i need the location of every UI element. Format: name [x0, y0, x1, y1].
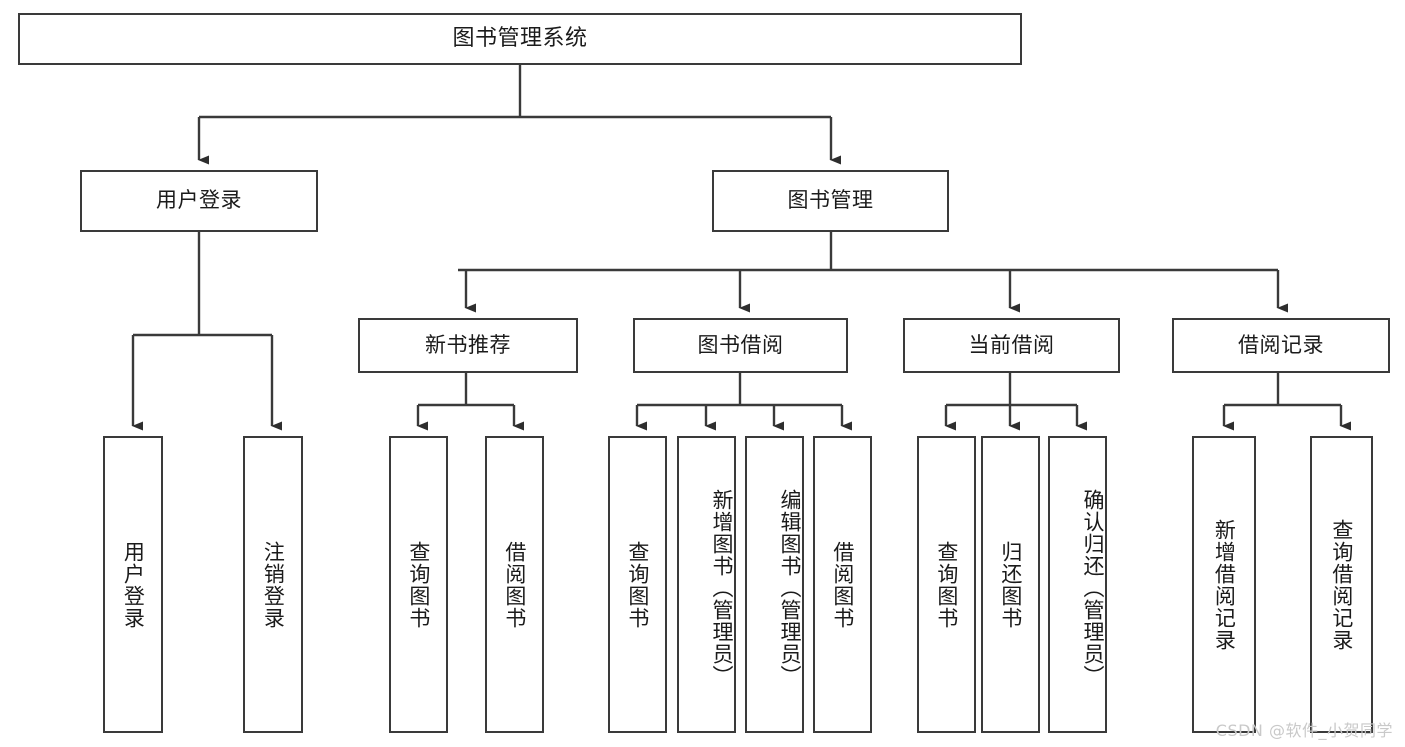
- leaf-logout-login[interactable]: 注销登录: [243, 436, 303, 733]
- node-label: 借阅图书: [502, 540, 527, 629]
- leaf-add-borrow-record[interactable]: 新增借阅记录: [1192, 436, 1256, 733]
- node-root-book-management-system[interactable]: 图书管理系统: [18, 13, 1022, 65]
- leaf-return-book[interactable]: 归还图书: [981, 436, 1040, 733]
- node-label: 借阅图书: [830, 540, 855, 629]
- node-label: 编辑图书（管理员）: [778, 488, 802, 687]
- leaf-edit-book-admin[interactable]: 编辑图书（管理员）: [745, 436, 804, 733]
- leaf-confirm-return-admin[interactable]: 确认归还（管理员）: [1048, 436, 1107, 733]
- node-book-management[interactable]: 图书管理: [712, 170, 949, 232]
- leaf-add-book-admin[interactable]: 新增图书（管理员）: [677, 436, 736, 733]
- node-label: 查询图书: [406, 540, 431, 629]
- node-label: 当前借阅: [968, 332, 1055, 357]
- node-new-book-recommendation[interactable]: 新书推荐: [358, 318, 578, 373]
- node-label: 查询图书: [934, 540, 959, 629]
- node-label: 图书管理: [787, 188, 874, 213]
- leaf-borrow-book-new-rec[interactable]: 借阅图书: [485, 436, 544, 733]
- node-label: 图书借阅: [697, 332, 784, 357]
- node-user-login[interactable]: 用户登录: [80, 170, 318, 232]
- node-label: 新书推荐: [425, 332, 511, 357]
- leaf-borrow-book[interactable]: 借阅图书: [813, 436, 872, 733]
- leaf-user-login[interactable]: 用户登录: [103, 436, 163, 733]
- node-label: 查询借阅记录: [1329, 518, 1354, 651]
- node-label: 归还图书: [998, 540, 1023, 629]
- node-label: 注销登录: [261, 540, 286, 629]
- node-label: 借阅记录: [1238, 332, 1324, 357]
- leaf-query-book-borrow[interactable]: 查询图书: [608, 436, 667, 733]
- node-label: 确认归还（管理员）: [1081, 488, 1105, 687]
- leaf-query-book-current[interactable]: 查询图书: [917, 436, 976, 733]
- node-label: 用户登录: [156, 188, 242, 213]
- node-label: 新增图书（管理员）: [710, 488, 734, 687]
- leaf-query-book-new-rec[interactable]: 查询图书: [389, 436, 448, 733]
- node-label: 用户登录: [121, 540, 146, 629]
- node-current-borrowing[interactable]: 当前借阅: [903, 318, 1120, 373]
- node-label: 图书管理系统: [452, 25, 588, 51]
- node-label: 新增借阅记录: [1212, 518, 1237, 651]
- node-book-borrowing[interactable]: 图书借阅: [633, 318, 848, 373]
- node-label: 查询图书: [625, 540, 650, 629]
- leaf-query-borrow-record[interactable]: 查询借阅记录: [1310, 436, 1373, 733]
- node-borrow-record[interactable]: 借阅记录: [1172, 318, 1390, 373]
- watermark-csdn: CSDN @软件_小贺同学: [1215, 721, 1393, 740]
